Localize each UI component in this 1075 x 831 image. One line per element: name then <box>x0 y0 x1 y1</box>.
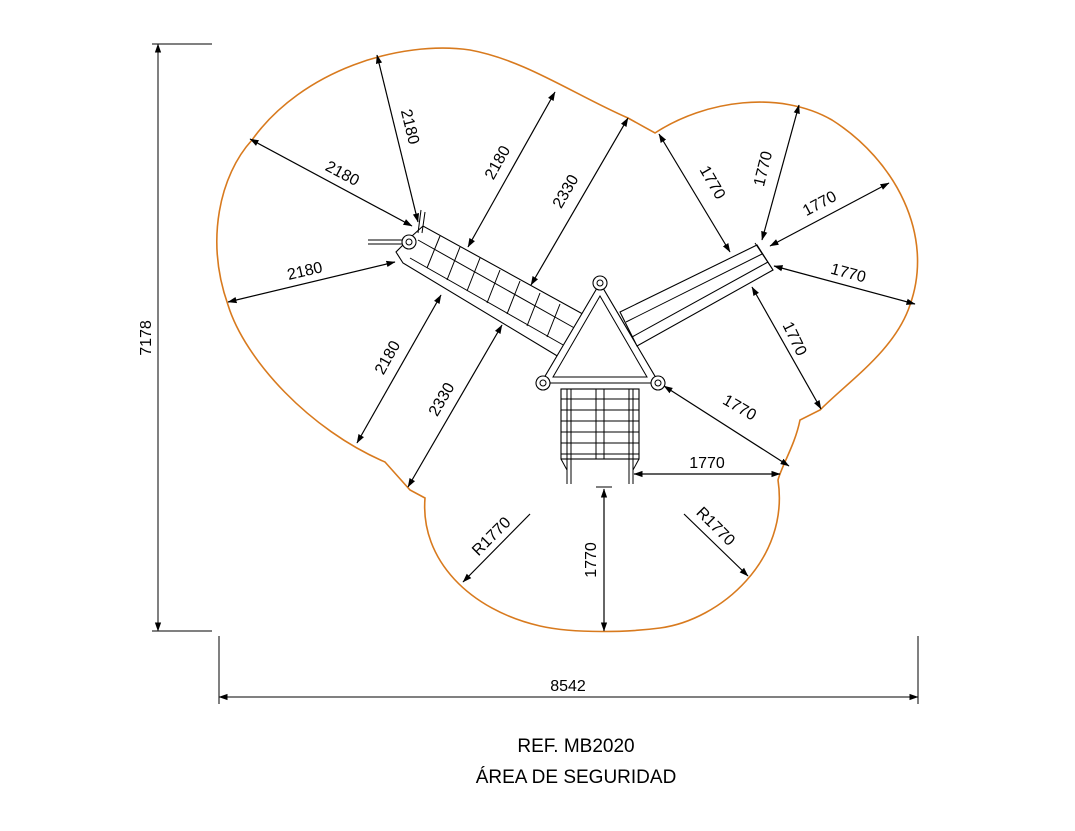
play-structure <box>368 209 774 484</box>
svg-text:R1770: R1770 <box>692 504 737 549</box>
dimension-1770-top-left: 1770 <box>658 133 731 253</box>
dimension-2180-left: 2180 <box>227 259 396 304</box>
dimension-1770-vertical: 1770 <box>583 486 612 632</box>
dimension-2180-lower: 2180 <box>356 294 442 444</box>
dimension-2180-upper-left: 2180 <box>249 138 413 227</box>
svg-text:1770: 1770 <box>779 319 810 359</box>
radius-right: R1770 <box>683 504 749 577</box>
ladder-rungs-bottom <box>561 398 639 455</box>
svg-text:2180: 2180 <box>397 108 422 147</box>
central-platform <box>535 275 666 391</box>
svg-text:2330: 2330 <box>426 380 459 419</box>
svg-text:1770: 1770 <box>751 149 776 188</box>
dimension-1770-right-lower: 1770 <box>751 286 822 410</box>
svg-text:1770: 1770 <box>583 542 600 578</box>
svg-text:2180: 2180 <box>322 158 361 190</box>
svg-text:2180: 2180 <box>482 143 514 182</box>
bottom-ladder <box>560 388 640 484</box>
overall-height-label: 7178 <box>138 320 155 356</box>
upper-left-ladder <box>368 209 591 358</box>
overall-height-dimension: 7178 <box>138 43 212 632</box>
dimension-2180-top: 2180 <box>375 54 422 223</box>
svg-text:1770: 1770 <box>720 392 759 425</box>
dimension-1770-lower-right: 1770 <box>663 385 790 467</box>
dimension-1770-right-upper: 1770 <box>769 182 890 247</box>
dimension-1770-right-mid: 1770 <box>773 261 916 305</box>
overall-width-label: 8542 <box>550 678 586 695</box>
reference-caption: REF. MB2020 <box>517 736 634 757</box>
radius-left: R1770 <box>462 513 531 583</box>
svg-text:1770: 1770 <box>696 163 729 202</box>
dimension-2330-lower: 2330 <box>407 324 503 488</box>
dimension-2330-upper: 2330 <box>530 117 629 286</box>
dimension-1770-horizontal: 1770 <box>633 455 781 478</box>
svg-text:1770: 1770 <box>800 188 839 220</box>
dimension-1770-top-right: 1770 <box>751 104 800 241</box>
overall-width-dimension: 8542 <box>218 636 919 704</box>
svg-text:2180: 2180 <box>372 338 404 377</box>
svg-text:1770: 1770 <box>689 455 725 472</box>
right-slide <box>619 242 774 347</box>
safety-area-title: ÁREA DE SEGURIDAD <box>476 767 677 788</box>
dimension-2180-upper: 2180 <box>467 91 556 248</box>
ladder-rungs <box>426 235 561 338</box>
